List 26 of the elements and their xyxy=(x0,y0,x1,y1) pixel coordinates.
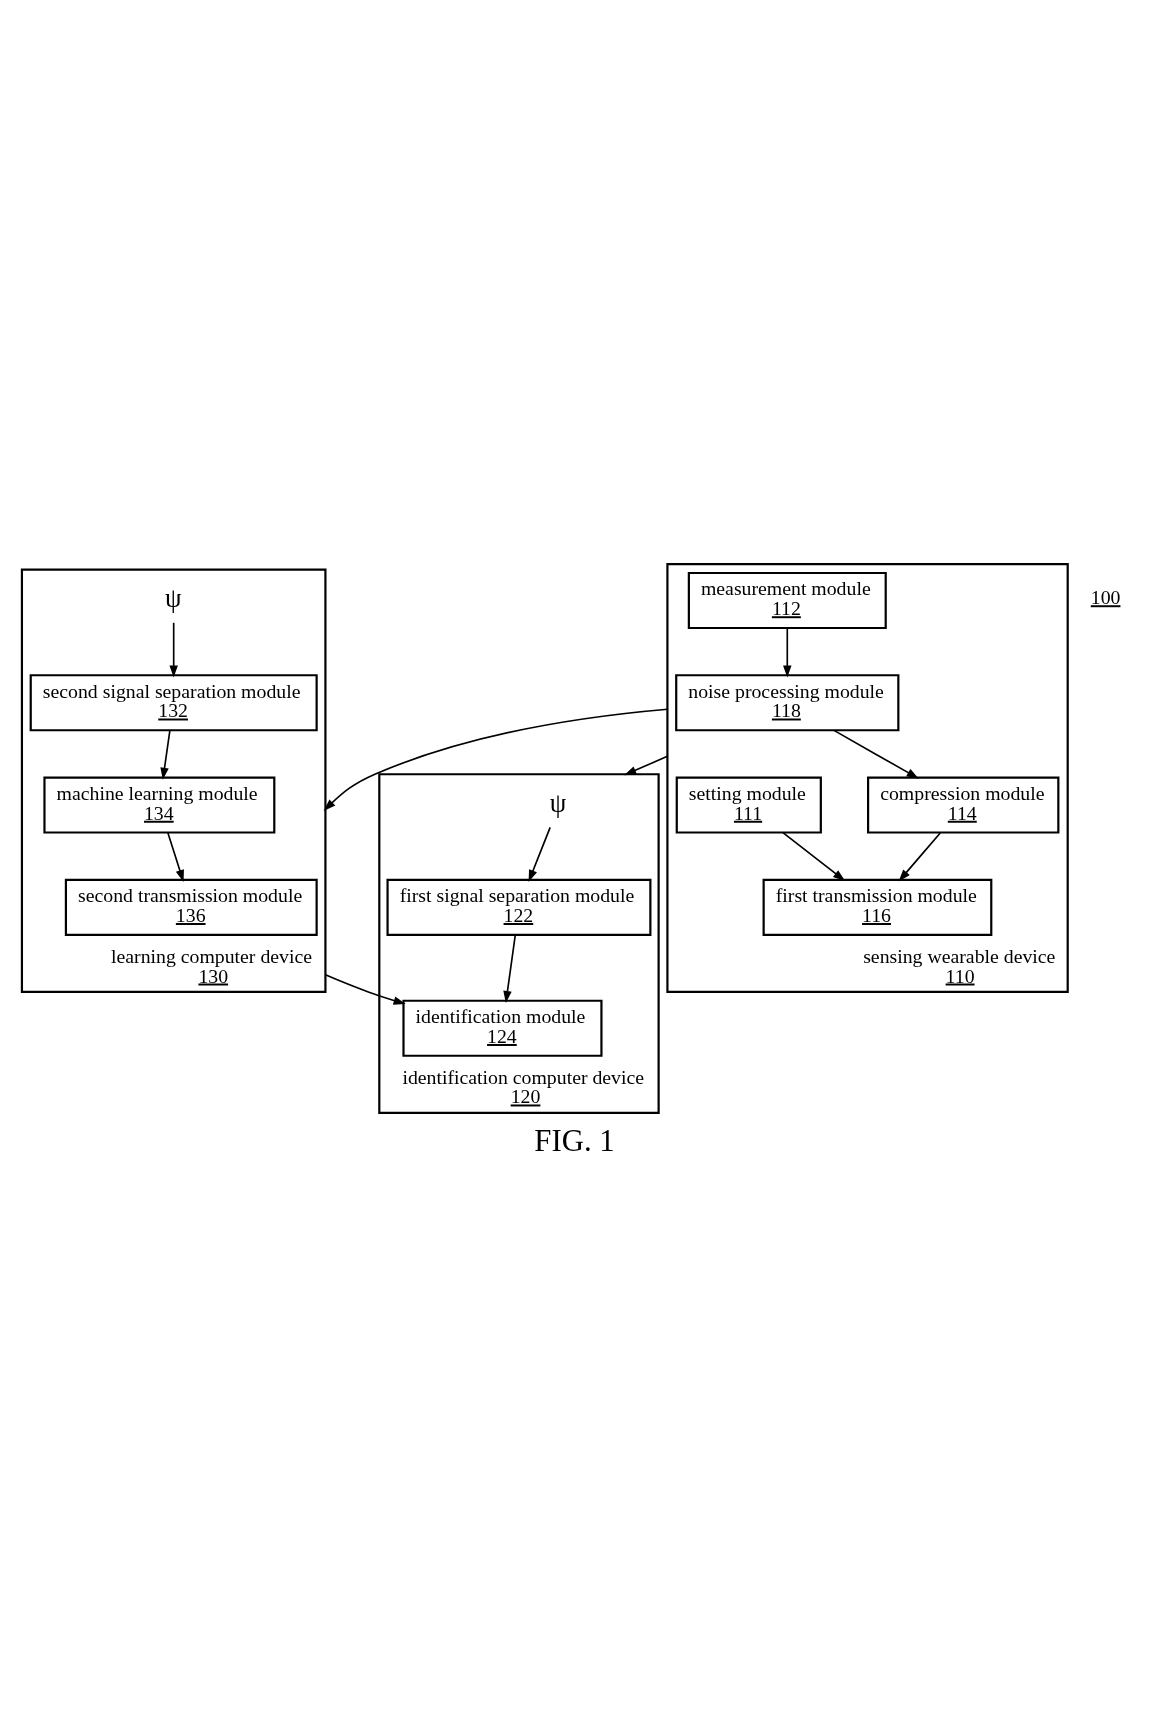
arrow xyxy=(167,831,184,882)
node-box: machine learning module 134 xyxy=(43,775,276,834)
arrow xyxy=(898,831,942,882)
label: 100 xyxy=(1090,585,1121,608)
arrow xyxy=(169,621,178,678)
arrow xyxy=(324,973,406,1005)
node-box: measurement module 112 xyxy=(687,571,887,629)
node-box: second transmission module 136 xyxy=(64,878,318,936)
arrow xyxy=(160,729,171,780)
node-text: ψ xyxy=(164,582,182,613)
node-box: identification module 124 xyxy=(402,999,603,1057)
caption: FIG. 1 xyxy=(534,1123,615,1158)
node-box: second signal separation module 132 xyxy=(29,673,318,731)
node-text: ψ xyxy=(549,787,567,818)
arrow xyxy=(528,826,551,882)
arrow xyxy=(833,729,919,779)
arrow xyxy=(323,707,669,811)
arrow xyxy=(624,754,669,775)
node-box: noise processing module 118 xyxy=(675,673,900,731)
node-box: first signal separation module 122 xyxy=(386,878,652,936)
node-box: compression module 114 xyxy=(867,775,1060,834)
arrow xyxy=(503,933,517,1003)
arrow xyxy=(782,831,846,881)
arrow xyxy=(783,627,792,678)
node-box: setting module 111 xyxy=(675,775,822,834)
node-box: first transmission module 116 xyxy=(762,878,993,936)
